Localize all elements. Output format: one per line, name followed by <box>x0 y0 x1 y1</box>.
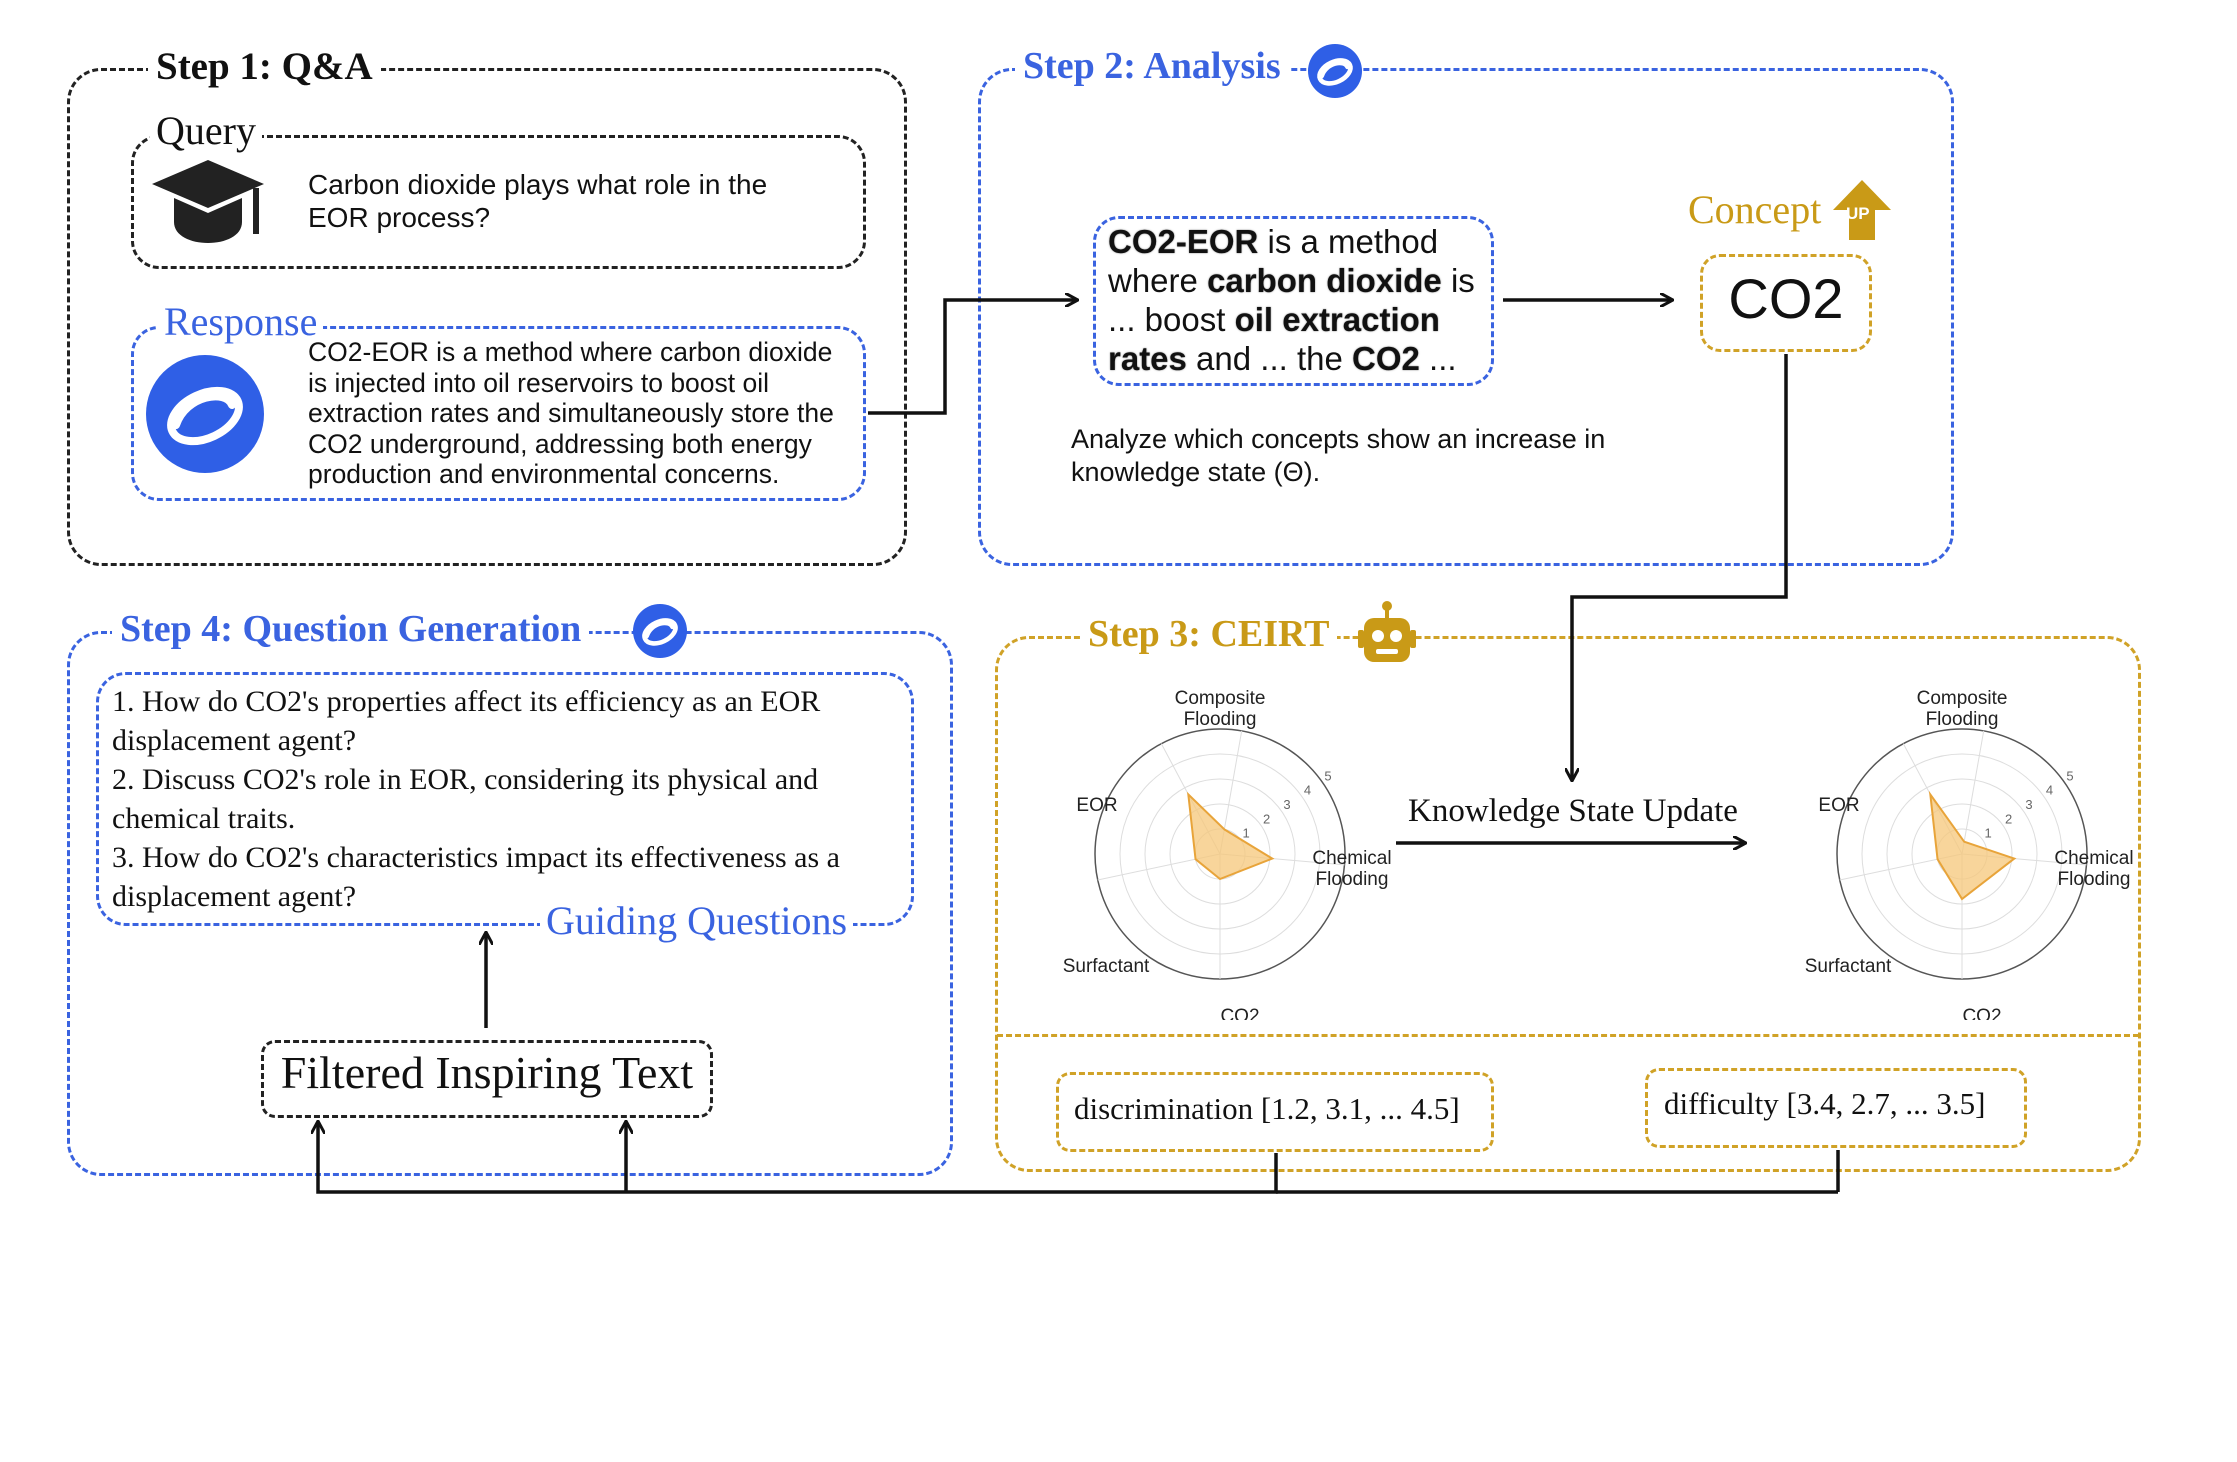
step3-title: Step 3: CEIRT <box>1080 612 1338 656</box>
query-text: Carbon dioxide plays what role in the EO… <box>308 169 768 233</box>
concept-value: CO2 <box>1728 267 1844 330</box>
snippet-keyword: carbon dioxide <box>1207 262 1442 299</box>
snippet-text: CO2-EOR is a method where carbon dioxide… <box>1108 222 1493 378</box>
up-arrow-icon <box>1833 180 1891 240</box>
radar-tick-label: 3 <box>1283 797 1290 812</box>
radar-tick-label: 2 <box>1263 811 1270 826</box>
difficulty-box <box>1645 1068 2027 1148</box>
step1-panel <box>67 68 907 566</box>
radar-axis-label: CO2 <box>1962 1006 2001 1020</box>
robot-icon <box>1358 600 1416 666</box>
step2-title: Step 2: Analysis <box>1015 44 1289 88</box>
questions-list: 1. How do CO2's properties affect its ef… <box>112 682 912 916</box>
snippet-box <box>1093 216 1494 386</box>
snippet-plain: is ... boost <box>1108 262 1475 338</box>
radar-axis-label: Surfactant <box>1063 956 1150 977</box>
radar-tick-label: 5 <box>2066 768 2073 783</box>
query-box <box>131 135 866 269</box>
ai-logo-icon <box>1308 44 1362 98</box>
graduation-cap-icon <box>152 158 264 252</box>
snippet-plain: and ... the <box>1186 340 1353 377</box>
radar-axis-label: CO2 <box>1220 1006 1259 1020</box>
step3-panel <box>995 636 2141 1172</box>
snippet-keyword: oil extraction rates <box>1108 301 1440 377</box>
response-box <box>131 326 866 501</box>
radar-tick-label: 2 <box>2005 811 2012 826</box>
radar-tick-label: 4 <box>1304 783 1311 798</box>
discrimination-text: discrimination [1.2, 3.1, ... 4.5] <box>1074 1091 1460 1126</box>
snippet-keyword: CO2-EOR <box>1108 223 1259 260</box>
question-item: 1. How do CO2's properties affect its ef… <box>112 685 821 757</box>
step1-title: Step 1: Q&A <box>148 44 381 89</box>
response-text: CO2-EOR is a method where carbon dioxide… <box>308 337 834 489</box>
step4-title: Step 4: Question Generation <box>112 607 590 651</box>
filtered-label: Filtered Inspiring Text <box>280 1047 694 1098</box>
radar-axis-label: EOR <box>1076 795 1117 816</box>
query-label: Query <box>150 107 262 154</box>
step3-divider <box>997 1034 2139 1037</box>
snippet-plain: ... <box>1419 340 1457 377</box>
radar-tick-label: 1 <box>1984 826 1991 841</box>
questions-box <box>96 672 914 926</box>
update-label: Knowledge State Update <box>1408 793 1738 829</box>
radar-axis-label: Surfactant <box>1805 956 1892 977</box>
concept-box <box>1700 254 1872 352</box>
radar-tick-label: 4 <box>2046 783 2053 798</box>
response-label: Response <box>158 298 324 345</box>
question-item: 2. Discuss CO2's role in EOR, considerin… <box>112 763 819 835</box>
radar-series-area <box>1187 791 1275 881</box>
radar-series-area <box>1928 790 2017 901</box>
radar-tick-label: 5 <box>1324 768 1331 783</box>
up-label: UP <box>1846 204 1870 223</box>
question-item: 3. How do CO2's characteristics impact i… <box>112 841 840 913</box>
difficulty-text: difficulty [3.4, 2.7, ... 3.5] <box>1664 1086 1986 1121</box>
radar-tick-label: 1 <box>1242 826 1249 841</box>
step2-panel <box>978 68 1954 566</box>
snippet-plain: is a method where <box>1108 223 1439 299</box>
discrimination-box <box>1056 1072 1494 1152</box>
radar-spoke <box>1961 730 1985 855</box>
ai-logo-icon <box>633 604 687 658</box>
radar-tick-label: 3 <box>2025 797 2032 812</box>
analyze-text: Analyze which concepts show an increase … <box>1071 424 1606 487</box>
filtered-box <box>261 1040 713 1118</box>
concept-label: Concept <box>1688 187 1822 232</box>
snippet-keyword: CO2 <box>1352 340 1420 377</box>
ai-logo-icon <box>146 355 264 473</box>
radar-axis-label: EOR <box>1818 795 1859 816</box>
guiding-label: Guiding Questions <box>540 897 854 944</box>
